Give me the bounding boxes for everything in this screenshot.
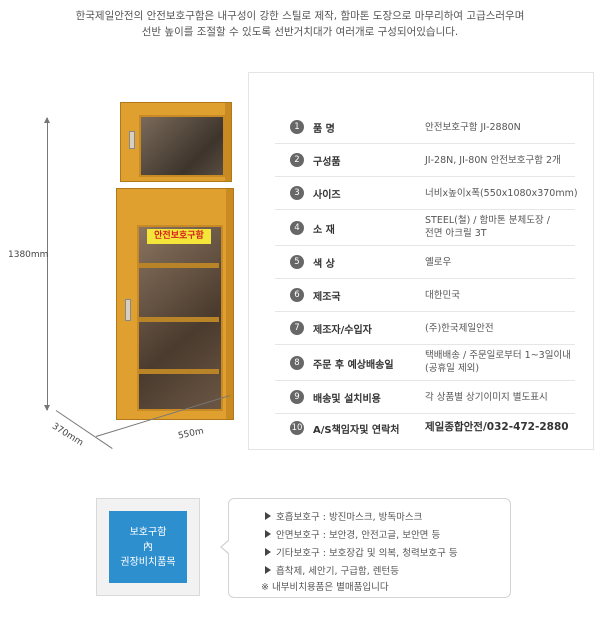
spec-label: 배송및 설치비용 <box>313 394 381 405</box>
badge-line-2: 內 <box>143 541 153 553</box>
height-dimension-label: 1380mm <box>8 250 49 260</box>
spec-row: 3 사이즈 너비x높이x폭(550x1080x370mm) <box>275 176 578 210</box>
upper-glass-door <box>139 115 225 177</box>
product-image: 1380mm 안전보호구함 370mm 550m <box>0 90 250 450</box>
upper-handle <box>129 131 135 149</box>
height-dimension-line <box>44 117 50 411</box>
spec-label: 제조국 <box>313 292 341 303</box>
cabinet-lower-unit: 안전보호구함 <box>116 188 234 420</box>
spec-number: 8 <box>290 356 304 370</box>
spec-number: 7 <box>290 321 304 335</box>
lower-handle <box>125 299 131 321</box>
recommended-items-list: 호흡보호구 : 방진마스크, 방독마스크 안면보호구 : 보안경, 안전고글, … <box>220 498 511 598</box>
triangle-bullet-icon <box>265 548 271 556</box>
shelf <box>139 369 219 374</box>
list-item: 안면보호구 : 보안경, 안전고글, 보안면 등 <box>265 527 440 541</box>
spec-row: 6 제조국 대한민국 <box>275 278 575 312</box>
cabinet-upper-unit <box>120 102 232 182</box>
spec-number: 4 <box>290 221 304 235</box>
spec-value: JI-28N, JI-80N 안전보호구함 2개 <box>425 155 561 166</box>
spec-value: 대한민국 <box>425 290 460 301</box>
list-item: 흡착제, 세안기, 구급함, 렌턴등 <box>265 563 399 577</box>
spec-row: 4 소 재 STEEL(철) / 함마톤 분체도장 / 전면 아크릴 3T <box>275 209 575 246</box>
spec-number: 5 <box>290 255 304 269</box>
spec-row: 1 품 명 안전보호구함 JI-2880N <box>275 110 575 144</box>
spec-value: 제일종합안전/032-472-2880 <box>425 421 569 433</box>
recommended-badge-frame: 보호구함 內 권장비치품목 <box>96 498 200 596</box>
spec-label: A/S책임자및 연락처 <box>313 425 400 436</box>
badge-line-3: 권장비치품목 <box>120 556 176 568</box>
triangle-bullet-icon <box>265 566 271 574</box>
spec-label: 구성품 <box>313 157 341 168</box>
triangle-bullet-icon <box>265 512 271 520</box>
spec-label: 품 명 <box>313 124 335 135</box>
spec-value-line-2: (공휴일 제외) <box>425 363 480 374</box>
intro-text: 한국제일안전의 안전보호구함은 내구성이 강한 스틸로 제작, 함마톤 도장으로… <box>0 8 600 40</box>
spec-row: 5 색 상 옐로우 <box>275 245 575 279</box>
shelf <box>139 317 219 322</box>
spec-value: 각 상품별 상기이미지 별도표시 <box>425 392 548 403</box>
triangle-bullet-icon <box>265 530 271 538</box>
spec-value: 택배배송 / 주문일로부터 1~3일이내 <box>425 350 571 361</box>
spec-row: 8 주문 후 예상배송일 택배배송 / 주문일로부터 1~3일이내 (공휴일 제… <box>275 344 575 381</box>
spec-row: 7 제조자/수입자 (주)한국제일안전 <box>275 311 575 345</box>
spec-row: 9 배송및 설치비용 각 상품별 상기이미지 별도표시 <box>275 380 575 414</box>
spec-number: 6 <box>290 288 304 302</box>
spec-row: 2 구성품 JI-28N, JI-80N 안전보호구함 2개 <box>275 143 575 177</box>
spec-label: 소 재 <box>313 225 335 236</box>
shelf <box>139 263 219 268</box>
list-item: 기타보호구 : 보호장갑 및 의복, 청력보호구 등 <box>265 545 458 559</box>
intro-line-1: 한국제일안전의 안전보호구함은 내구성이 강한 스틸로 제작, 함마톤 도장으로… <box>75 10 525 22</box>
spec-label: 제조자/수입자 <box>313 325 372 336</box>
spec-value: (주)한국제일안전 <box>425 323 494 334</box>
cabinet-label: 안전보호구함 <box>147 229 211 244</box>
spec-number: 2 <box>290 153 304 167</box>
spec-value: STEEL(철) / 함마톤 분체도장 / <box>425 215 550 226</box>
spec-label: 사이즈 <box>313 190 341 201</box>
spec-row: 10 A/S책임자및 연락처 제일종합안전/032-472-2880 <box>275 413 575 446</box>
spec-value: 너비x높이x폭(550x1080x370mm) <box>425 188 578 199</box>
spec-number: 3 <box>290 186 304 200</box>
spec-number: 1 <box>290 120 304 134</box>
spec-table: 1 품 명 안전보호구함 JI-2880N 2 구성품 JI-28N, JI-8… <box>248 72 594 450</box>
spec-label: 주문 후 예상배송일 <box>313 360 394 371</box>
badge-line-1: 보호구함 <box>129 526 167 538</box>
separate-purchase-note: ※ 내부비치용품은 별매품입니다 <box>261 582 389 593</box>
spec-value-line-2: 전면 아크릴 3T <box>425 228 487 239</box>
spec-label: 색 상 <box>313 259 335 270</box>
spec-value: 안전보호구함 JI-2880N <box>425 122 521 133</box>
spec-number: 10 <box>290 421 304 435</box>
list-item: 호흡보호구 : 방진마스크, 방독마스크 <box>265 509 422 523</box>
intro-line-2: 선반 높이를 조절할 수 있도록 선반거치대가 여러개로 구성되어있습니다. <box>141 26 459 38</box>
recommended-items-badge: 보호구함 內 권장비치품목 <box>109 511 187 583</box>
width-dimension-label: 550m <box>177 426 205 442</box>
spec-value: 옐로우 <box>425 257 452 268</box>
spec-number: 9 <box>290 390 304 404</box>
